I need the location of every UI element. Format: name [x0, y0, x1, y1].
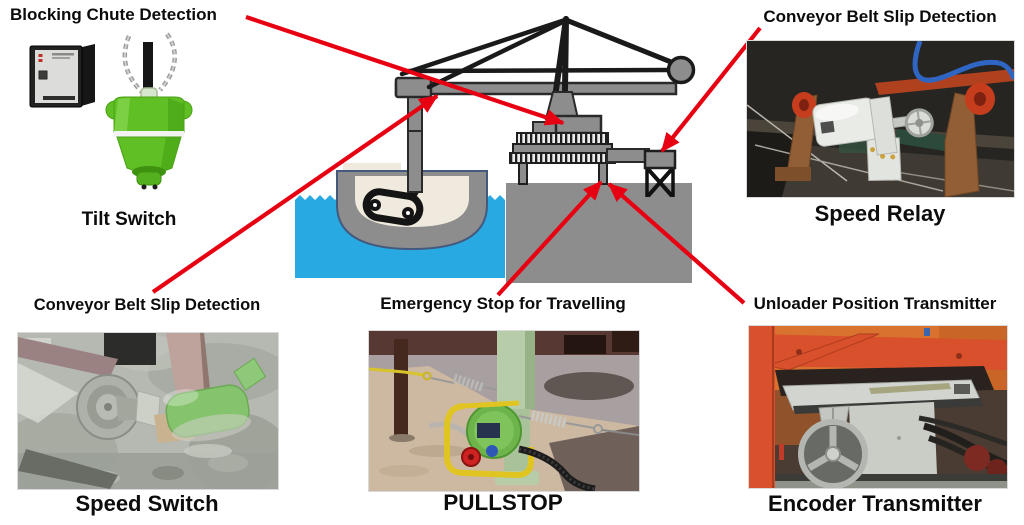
- chute-housing: [554, 114, 603, 135]
- relay-unit: [29, 44, 95, 108]
- heading-belt-slip-bottom: Conveyor Belt Slip Detection: [33, 296, 261, 314]
- tilt-switch-graphic: [29, 32, 193, 190]
- bucket-elevator-digger: [362, 182, 424, 226]
- yellow-guard: [444, 403, 534, 479]
- tilt-switch-body: [105, 87, 193, 190]
- annotation-arrows: [151, 15, 762, 305]
- speed-switch-device: [162, 357, 267, 442]
- barge-hatch: [343, 163, 401, 173]
- suspension-chain: [122, 32, 177, 94]
- caption-speed-relay: Speed Relay: [814, 201, 946, 226]
- annotation-arrow-pullstop-to-gantry-base: [496, 180, 603, 297]
- annotation-arrow-blocking-chute-to-machine-house: [245, 15, 565, 126]
- caption-tilt-switch: Tilt Switch: [81, 209, 177, 230]
- speed-switch-photo: [17, 332, 279, 490]
- caption-speed-switch: Speed Switch: [75, 491, 219, 516]
- yellow-rope: [369, 367, 425, 377]
- red-frame-post: [749, 326, 775, 488]
- encoder-box: [849, 402, 937, 478]
- machine-house: [509, 91, 650, 185]
- heading-unloader-position: Unloader Position Transmitter: [753, 294, 997, 313]
- gantry-leg-right: [598, 162, 608, 185]
- blue-cable: [912, 41, 1000, 83]
- counterweight-ball: [666, 55, 696, 85]
- relay-led: [38, 54, 43, 57]
- relay-led: [38, 59, 43, 62]
- caption-pullstop: PULLSTOP: [443, 490, 563, 515]
- spring-left: [452, 373, 486, 393]
- caption-encoder-transmitter: Encoder Transmitter: [768, 491, 982, 516]
- speed-relay-device: [812, 96, 934, 182]
- shore-conveyor-arm: [606, 148, 650, 163]
- horizontal-tie: [406, 67, 671, 74]
- conveyor-trestle: [643, 149, 677, 198]
- heading-blocking-chute: Blocking Chute Detection: [10, 5, 217, 24]
- pullstop-photo: [368, 330, 640, 492]
- boom-trolley-block: [394, 76, 433, 99]
- spring-right: [530, 410, 568, 428]
- stay-left-upper: [399, 17, 568, 77]
- heading-belt-slip-top: Conveyor Belt Slip Detection: [763, 7, 997, 26]
- post: [166, 333, 210, 393]
- dark-post: [394, 339, 408, 435]
- mast-and-stays: [399, 16, 696, 93]
- barge-hold: [355, 176, 469, 227]
- speed-relay-photo: [746, 40, 1015, 198]
- red-frame-beam: [749, 334, 1007, 370]
- gantry-leg-left: [518, 162, 528, 185]
- heading-emergency-stop: Emergency Stop for Travelling: [380, 294, 626, 313]
- annotation-arrow-encoder-to-gantry-base: [607, 182, 746, 305]
- blue-button[interactable]: [486, 445, 498, 457]
- annotation-arrow-speed-relay-to-trestle: [660, 26, 762, 153]
- beam: [18, 337, 118, 377]
- orange-beam: [875, 69, 1014, 95]
- annotation-arrow-speed-switch-to-boom-joint: [151, 94, 439, 294]
- stay-right: [563, 17, 674, 65]
- stay-left-lower: [426, 18, 568, 90]
- encoder-transmitter-photo: [748, 325, 1008, 489]
